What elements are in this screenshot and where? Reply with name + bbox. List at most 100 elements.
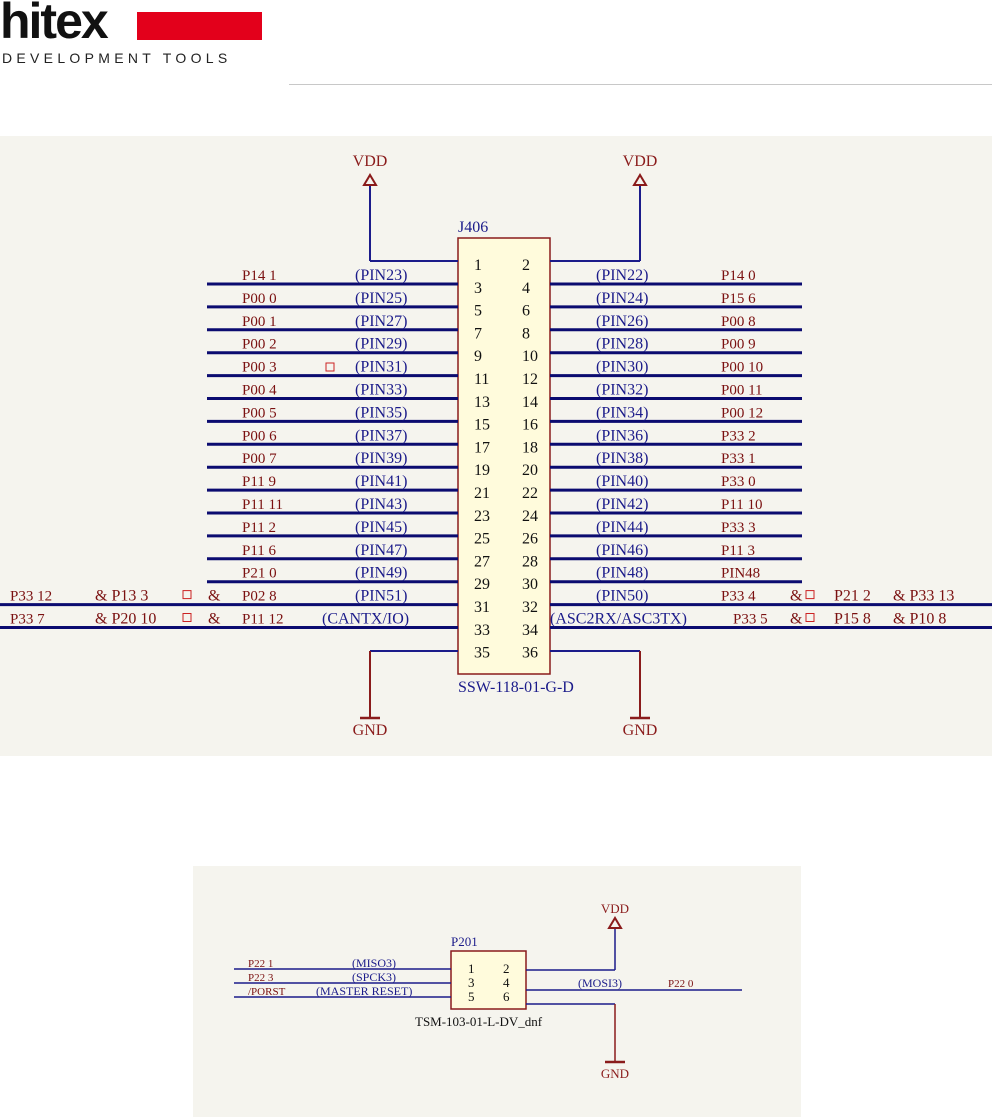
j406-net-label: P14 0 xyxy=(721,268,756,284)
p201-pin-label: (SPCK3) xyxy=(352,970,396,984)
p201-gnd-label: GND xyxy=(601,1066,629,1081)
gnd-label: GND xyxy=(353,722,388,739)
j406-part-number: SSW-118-01-G-D xyxy=(458,679,574,696)
gnd-label: GND xyxy=(623,722,658,739)
j406-net-label: P15 6 xyxy=(721,291,756,307)
j406-pin-number: 33 xyxy=(474,622,490,639)
j406-net-label: P00 10 xyxy=(721,360,763,376)
j406-pin-label: (PIN39) xyxy=(355,450,407,467)
j406-pin-label: (PIN27) xyxy=(355,313,407,330)
header-divider xyxy=(289,84,992,85)
p201-body xyxy=(450,950,527,1010)
j406-net-label: P21 0 xyxy=(242,566,277,582)
j406-pin-label: (PIN36) xyxy=(596,427,648,444)
j406-net-label: P33 1 xyxy=(721,451,756,467)
p201-net-label: P22 1 xyxy=(248,958,273,970)
j406-pin-number: 2 xyxy=(522,257,530,274)
p201-pin-number: 6 xyxy=(503,989,510,1004)
j406-pin-label: (PIN22) xyxy=(596,267,648,284)
j406-refdes: J406 xyxy=(458,219,488,236)
j406-net-label: P00 9 xyxy=(721,337,756,353)
j406-extension-alias: & P20 10 xyxy=(95,611,156,628)
j406-net-label: P33 2 xyxy=(721,428,756,444)
j406-pin-number: 6 xyxy=(522,303,530,320)
p201-net-label: /PORST xyxy=(248,986,286,998)
j406-pin-number: 12 xyxy=(522,371,538,388)
p201-pin-number: 5 xyxy=(468,989,475,1004)
j406-net-label: P00 7 xyxy=(242,451,277,467)
j406-pin-label: (PIN42) xyxy=(596,496,648,513)
j406-pin-label: (PIN25) xyxy=(355,290,407,307)
pin-marker-icon xyxy=(805,613,815,622)
j406-pin-number: 13 xyxy=(474,394,490,411)
j406-pin-number: 34 xyxy=(522,622,538,639)
j406-pin-label: (PIN32) xyxy=(596,382,648,399)
p201-net-label: P22 0 xyxy=(668,978,694,990)
vdd-label: VDD xyxy=(353,153,388,170)
j406-net-label: P33 0 xyxy=(721,474,756,490)
p201-pin-label: (MISO3) xyxy=(352,956,396,970)
j406-pin-label: (PIN34) xyxy=(596,404,648,421)
j406-net-label: P11 11 xyxy=(242,497,283,513)
j406-extension-amp: & xyxy=(790,611,803,628)
j406-pin-label: (PIN43) xyxy=(355,496,407,513)
j406-extension-alias: & P10 8 xyxy=(893,611,946,628)
j406-pin-number: 14 xyxy=(522,394,538,411)
j406-pin-number: 10 xyxy=(522,348,538,365)
p201-pin-label: (MASTER RESET) xyxy=(316,984,412,998)
j406-pin-number: 18 xyxy=(522,439,538,456)
j406-pin-number: 29 xyxy=(474,576,490,593)
j406-pin-number: 17 xyxy=(474,439,490,456)
j406-pin-number: 11 xyxy=(474,371,489,388)
p201-refdes: P201 xyxy=(451,934,478,949)
p201-pin-number: 1 xyxy=(468,961,475,976)
j406-pin-label: (PIN23) xyxy=(355,267,407,284)
j406-net-label: P33 4 xyxy=(721,589,756,605)
j406-pin-label: (ASC2RX/ASC3TX) xyxy=(550,611,687,628)
j406-net-label: P00 2 xyxy=(242,337,277,353)
j406-pin-label: (PIN51) xyxy=(355,588,407,605)
j406-extension-alias: P15 8 xyxy=(834,611,871,628)
j406-body xyxy=(457,237,551,675)
j406-net-label: P00 5 xyxy=(242,405,277,421)
j406-net-label: P11 2 xyxy=(242,520,276,536)
j406-pin-number: 3 xyxy=(474,280,482,297)
p201-part-number: TSM-103-01-L-DV_dnf xyxy=(415,1014,543,1029)
j406-extension-alias: & P33 13 xyxy=(893,588,954,605)
j406-pin-number: 16 xyxy=(522,417,538,434)
j406-net-label: P02 8 xyxy=(242,589,277,605)
j406-pin-label: (PIN30) xyxy=(596,359,648,376)
j406-extension-amp: & xyxy=(790,588,803,605)
p201-vdd-label: VDD xyxy=(601,901,629,916)
j406-pin-number: 5 xyxy=(474,303,482,320)
brand-red-bar xyxy=(137,12,262,40)
j406-extension-alias: & P13 3 xyxy=(95,588,148,605)
j406-net-label: P00 8 xyxy=(721,314,756,330)
j406-net-label: P11 10 xyxy=(721,497,763,513)
p201-pin-number: 3 xyxy=(468,975,475,990)
j406-pin-label: (PIN49) xyxy=(355,565,407,582)
j406-pin-label: (PIN37) xyxy=(355,427,407,444)
j406-net-label: P00 4 xyxy=(242,383,277,399)
p201-pin-number: 4 xyxy=(503,975,510,990)
j406-net-label: P11 6 xyxy=(242,543,277,559)
j406-pin-number: 30 xyxy=(522,576,538,593)
j406-pin-number: 32 xyxy=(522,599,538,616)
j406-pin-number: 19 xyxy=(474,462,490,479)
j406-net-label: P33 5 xyxy=(733,612,768,628)
vdd-arrow-icon xyxy=(632,173,648,186)
j406-pin-number: 27 xyxy=(474,553,490,570)
j406-pin-number: 25 xyxy=(474,531,490,548)
j406-net-label: P00 1 xyxy=(242,314,277,330)
p201-pin-label: (MOSI3) xyxy=(578,976,622,990)
j406-extension-alias: P21 2 xyxy=(834,588,871,605)
j406-pin-label: (PIN45) xyxy=(355,519,407,536)
j406-extension-amp: & xyxy=(208,588,221,605)
j406-pin-label: (PIN24) xyxy=(596,290,648,307)
j406-pin-label: (PIN28) xyxy=(596,336,648,353)
j406-pin-number: 36 xyxy=(522,645,538,662)
j406-pin-label: (PIN41) xyxy=(355,473,407,490)
hitex-logo: hitex DEVELOPMENT TOOLS xyxy=(0,0,300,80)
j406-pin-label: (PIN35) xyxy=(355,404,407,421)
